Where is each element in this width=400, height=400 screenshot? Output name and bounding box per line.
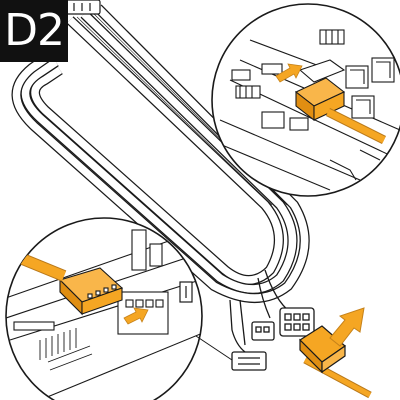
detail-callout-bottom [5,217,203,400]
step-badge: D2 [0,0,68,62]
detail-callout-top [211,3,400,197]
flat-connector [231,351,267,371]
step-label: D2 [4,5,65,56]
mounting-bracket [179,281,193,303]
leader-line [195,335,233,361]
insertion-arrow-icon [329,307,365,347]
ribbon-cable [11,4,310,303]
orange-plug [299,325,372,399]
four-pin-connector [251,321,275,341]
eight-pin-connector [279,307,315,337]
